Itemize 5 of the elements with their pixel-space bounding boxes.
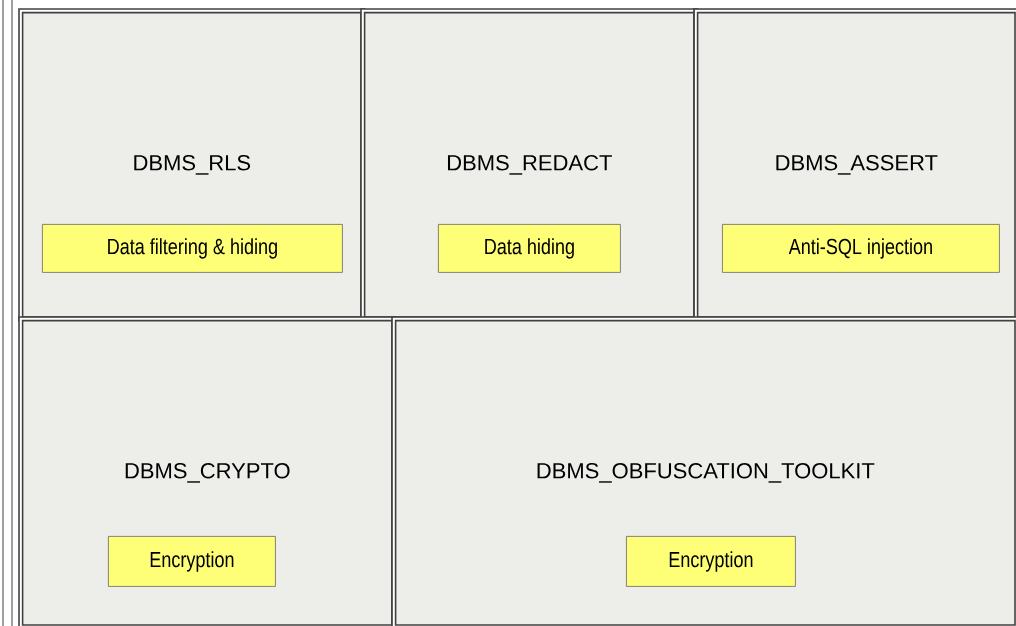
label-box: Encryption bbox=[626, 536, 796, 587]
label-box: Data filtering & hiding bbox=[42, 224, 343, 273]
label-box: Encryption bbox=[108, 536, 276, 587]
label-box: Data hiding bbox=[438, 224, 621, 273]
label-box: Anti-SQL injection bbox=[722, 224, 1000, 273]
